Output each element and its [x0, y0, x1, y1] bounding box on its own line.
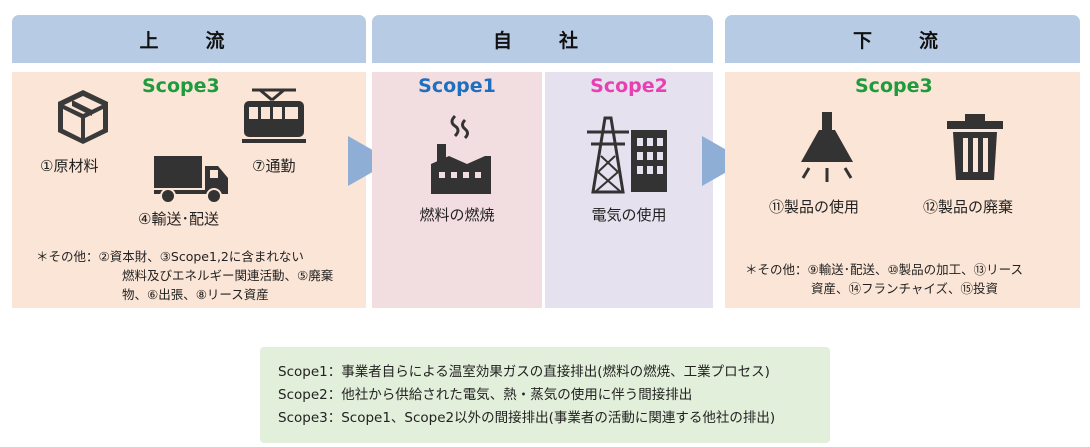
item-transport: ④輸送･配送 [138, 210, 219, 228]
item-product-disposal: ⑫製品の廃棄 [923, 198, 1014, 216]
downstream-note-line: ＊その他：⑨輸送･配送、⑩製品の加工、⑬リース [745, 262, 1024, 277]
flow-arrow-icon [348, 136, 392, 186]
power-tower-icon [587, 116, 667, 194]
upstream-note-line: 物、⑥出張、⑧リース資産 [122, 287, 269, 302]
upstream-panel: Scope3 ①原材料 ⑦通勤 ④輸送･配送 ＊その他：②資本財、③Scope1… [12, 72, 366, 308]
legend-scope1: Scope1：事業者自らによる温室効果ガスの直接排出(燃料の燃焼、工業プロセス) [278, 364, 770, 380]
legend-scope2: Scope2：他社から供給された電気、熱・蒸気の使用に伴う間接排出 [278, 387, 693, 403]
downstream-panel: Scope3 ⑪製品の使用 ⑫製品の廃棄 ＊その他：⑨輸送･配送、⑩製品の加工、… [725, 72, 1080, 308]
downstream-scope-title: Scope3 [855, 75, 933, 97]
upstream-note-line: 燃料及びエネルギー関連活動、⑤廃棄 [122, 268, 334, 283]
upstream-scope-title: Scope3 [142, 75, 220, 97]
trash-icon [947, 114, 1003, 180]
truck-icon [154, 156, 228, 204]
header-downstream: 下 流 [725, 15, 1080, 63]
legend-scope3: Scope3：Scope1、Scope2以外の間接排出(事業者の活動に関連する他… [278, 410, 776, 426]
upstream-note-line: ＊その他：②資本財、③Scope1,2に含まれない [36, 249, 304, 264]
header-company: 自 社 [372, 15, 713, 63]
scope1-panel: Scope1 燃料の燃焼 [372, 72, 542, 308]
scope1-title: Scope1 [418, 75, 496, 97]
item-product-use: ⑪製品の使用 [769, 198, 860, 216]
downstream-note-line: 資産、⑭フランチャイズ、⑮投資 [811, 281, 999, 296]
upstream-note: ＊その他：②資本財、③Scope1,2に含まれない 燃料及びエネルギー関連活動、… [36, 247, 333, 304]
train-icon [242, 88, 306, 143]
item-commute: ⑦通勤 [252, 157, 296, 175]
downstream-note: ＊その他：⑨輸送･配送、⑩製品の加工、⑬リース 資産、⑭フランチャイズ、⑮投資 [745, 260, 1023, 298]
scope1-item: 燃料の燃焼 [419, 206, 495, 224]
scope-legend: Scope1：事業者自らによる温室効果ガスの直接排出(燃料の燃焼、工業プロセス)… [260, 347, 830, 443]
factory-icon [431, 114, 491, 194]
flow-arrow-icon [702, 136, 746, 186]
scope2-panel: Scope2 電気の使用 [545, 72, 713, 308]
scope2-title: Scope2 [590, 75, 668, 97]
scope2-item: 電気の使用 [591, 206, 667, 224]
box-icon [58, 90, 108, 144]
header-upstream: 上 流 [12, 15, 366, 63]
item-raw-materials: ①原材料 [40, 157, 99, 175]
lamp-icon [801, 112, 853, 182]
